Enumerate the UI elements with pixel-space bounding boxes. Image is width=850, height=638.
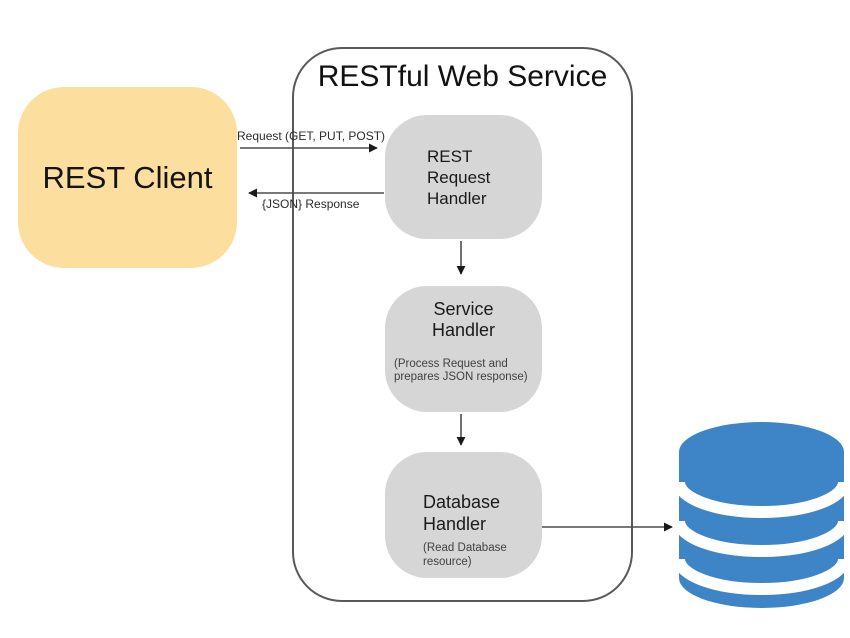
database-disk-gap (679, 558, 844, 595)
node-service-handler-note: (Process Request and prepares JSON respo… (394, 358, 528, 383)
node-service-handler-label: Service Handler (431, 299, 496, 340)
rest-client-node: REST Client (18, 87, 237, 268)
node-service-handler: Service Handler (Process Request and pre… (385, 286, 542, 412)
request-arrow-label: Request (GET, PUT, POST) (237, 129, 386, 143)
node-rest-request-handler-label: REST Request Handler (427, 146, 491, 208)
restful-web-service-container: RESTful Web Service (292, 47, 633, 602)
response-arrow-label: {JSON} Response (262, 197, 360, 211)
node-database-handler-label: Database Handler (423, 492, 501, 534)
database-cylinder-icon (679, 422, 844, 608)
rest-client-label: REST Client (42, 159, 213, 195)
node-database-handler: Database Handler (Read Database resource… (385, 452, 542, 578)
database-disk-gap (679, 520, 844, 557)
node-database-handler-note: (Read Database resource) (423, 542, 507, 568)
restful-web-service-title: RESTful Web Service (317, 60, 608, 93)
database-disk-gap (679, 481, 844, 518)
node-rest-request-handler: REST Request Handler (385, 115, 542, 239)
